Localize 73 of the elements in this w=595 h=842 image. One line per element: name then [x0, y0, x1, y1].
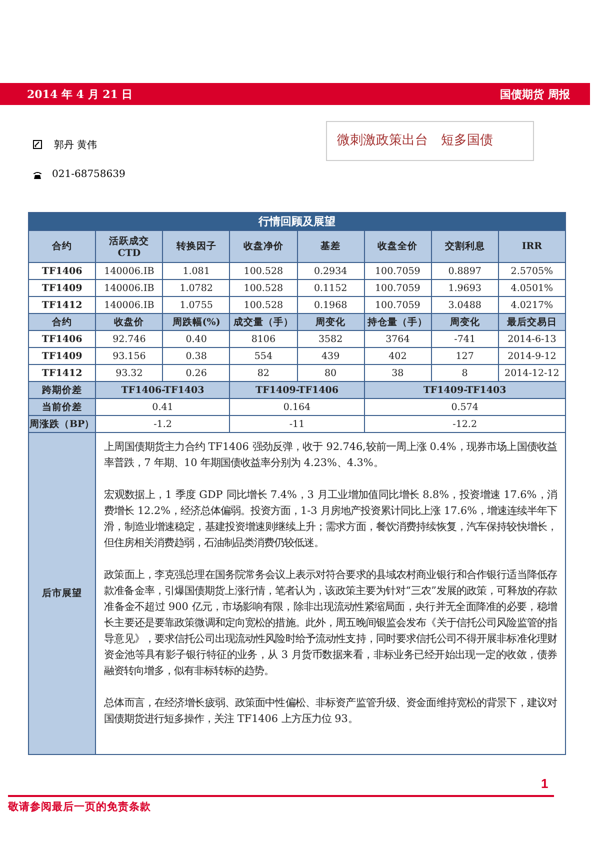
table-cell: 140006.IB: [96, 262, 163, 280]
header-cell: 转换因子: [162, 230, 230, 262]
table-cell: 140006.IB: [96, 280, 163, 296]
table-cell: 2014-6-13: [498, 330, 566, 348]
header-cell: 收盘价: [96, 314, 163, 330]
header-cell: 收盘净价: [230, 230, 297, 262]
table-cell: 0.41: [96, 398, 230, 416]
header-cell: 收盘全价: [364, 230, 432, 262]
title-box: 微刺激政策出台 短多国债: [326, 121, 534, 161]
table-cell: 0.574: [364, 398, 566, 416]
table-cell: 554: [230, 348, 297, 364]
header-cell: 当前价差: [28, 398, 96, 416]
table-cell: 8106: [230, 330, 297, 348]
header-cell: TF1409: [28, 348, 96, 364]
header-cell: 最后交易日: [498, 314, 566, 330]
header-cell: TF1406-TF1403: [96, 382, 230, 398]
table-cell: 1.0782: [162, 280, 230, 296]
header-cell: 周跌幅(%): [162, 314, 230, 330]
table-cell: 1.081: [162, 262, 230, 280]
table-cell: 2014-9-12: [498, 348, 566, 364]
header-cell: 后市展望: [28, 432, 96, 754]
header-cell: 周变化: [297, 314, 364, 330]
table-cell: 3582: [297, 330, 364, 348]
header-cell: TF1409: [28, 280, 96, 296]
table-cell: 0.38: [162, 348, 230, 364]
paragraph: 总体而言，在经济增长疲弱、政策面中性偏松、非标资产监管升级、资金面维持宽松的背景下，建议对国债期货进行短多操作，关注 TF1406 上方压力位 93。: [104, 696, 557, 727]
header-cell: 周变化: [431, 314, 498, 330]
header-cell: 合约: [28, 230, 96, 262]
table-cell: 3764: [364, 330, 432, 348]
table-cell: 0.8897: [431, 262, 498, 280]
table-cell: 402: [364, 348, 432, 364]
table-cell: -11: [230, 416, 364, 432]
table-cell: 439: [297, 348, 364, 364]
table-cell: 100.7059: [364, 280, 432, 296]
table-cell: 2.5705%: [498, 262, 566, 280]
header-cell: 持仓量（手）: [364, 314, 432, 330]
table-cell: 0.2934: [297, 262, 364, 280]
date-text: 2014 年 4 月 21 日: [27, 87, 133, 102]
table-cell: -741: [431, 330, 498, 348]
header-cell: 基差: [297, 230, 364, 262]
header-cell: IRR: [498, 230, 566, 262]
report-type: 国债期货 周报: [500, 87, 570, 102]
paragraph: 宏观数据上，1 季度 GDP 同比增长 7.4%，3 月工业增加值同比增长 8.8%，投资增速 17.6%，消费增长 12.2%，经济总体偏弱。投资方面，1-3 月房地产投资累计同比上涨 17.6%，增速连续半年下滑，制造业增速稳定，基建投资增速则继续上升；需求方面，餐饮消费持续恢复，汽车保持较快增长，但住房相关消费趋弱，石油制品类消费仍较低迷。: [104, 488, 557, 551]
paragraph: 上周国债期货主力合约 TF1406 强劲反弹，收于 92.746,较前一周上涨 0.4%，现券市场上国债收益率普跌，7 年期、10 年期国债收益率分别为 4.23%、4.3%。: [104, 440, 557, 471]
table-cell: -1.2: [96, 416, 230, 432]
table-cell: 93.156: [96, 348, 163, 364]
header-cell: 活跃成交 CTD: [96, 230, 163, 262]
table-cell: 100.7059: [364, 262, 432, 280]
header-cell: 交割利息: [431, 230, 498, 262]
author-names: 郭丹 黄伟: [54, 138, 98, 152]
disclaimer-note: 敬请参阅最后一页的免责条款: [8, 800, 151, 814]
table-cell: 0.1152: [297, 280, 364, 296]
header-cell: TF1409-TF1406: [230, 382, 364, 398]
header-cell: 周涨跌（BP）: [28, 416, 96, 432]
table-cell: 100.528: [230, 262, 297, 280]
paragraph: 政策面上，李克强总理在国务院常务会议上表示对符合要求的县域农村商业银行和合作银行适当降低存款准备金率，引爆国债期货上涨行情，笔者认为，该政策主要为针对“三农”发展的政策，可释放的存款准备金不超过 900 亿元，市场影响有限，除非出现流动性紧缩局面，央行并无全面降准的必要，稳增长主要还是要靠政策微调和定向宽松的措施。此外，周五晚间银监会发布《关于信托公司风险监管的指导意见》，要求信托公司出现流动性风险时给予流动性支持，同时要求信托公司不得开展非标准化理财资金池等具有影子银行特征的业务，从 3 月货币数据来看，非标业务已经开始出现一定的收敛，债券融资转向增多，似有非标转标的趋势。: [104, 568, 557, 679]
header-cell: TF1406: [28, 330, 96, 348]
header-cell: 跨期价差: [28, 382, 96, 398]
table-cell: -12.2: [364, 416, 566, 432]
table-cell: 127: [431, 348, 498, 364]
table-title: 行情回顾及展望: [28, 212, 566, 230]
table-cell: 92.746: [96, 330, 163, 348]
page-number: 1: [541, 776, 548, 791]
header-cell: 成交量（手）: [230, 314, 297, 330]
header-cell: TF1409-TF1403: [364, 382, 566, 398]
table-cell: 0.164: [230, 398, 364, 416]
table-cell: 100.528: [230, 280, 297, 296]
table-cell: 4.0501%: [498, 280, 566, 296]
header-cell: 合约: [28, 314, 96, 330]
table-cell: 1.9693: [431, 280, 498, 296]
table-cell: 0.40: [162, 330, 230, 348]
phone-number: 021-68758639: [52, 169, 126, 180]
header-cell: TF1406: [28, 262, 96, 280]
